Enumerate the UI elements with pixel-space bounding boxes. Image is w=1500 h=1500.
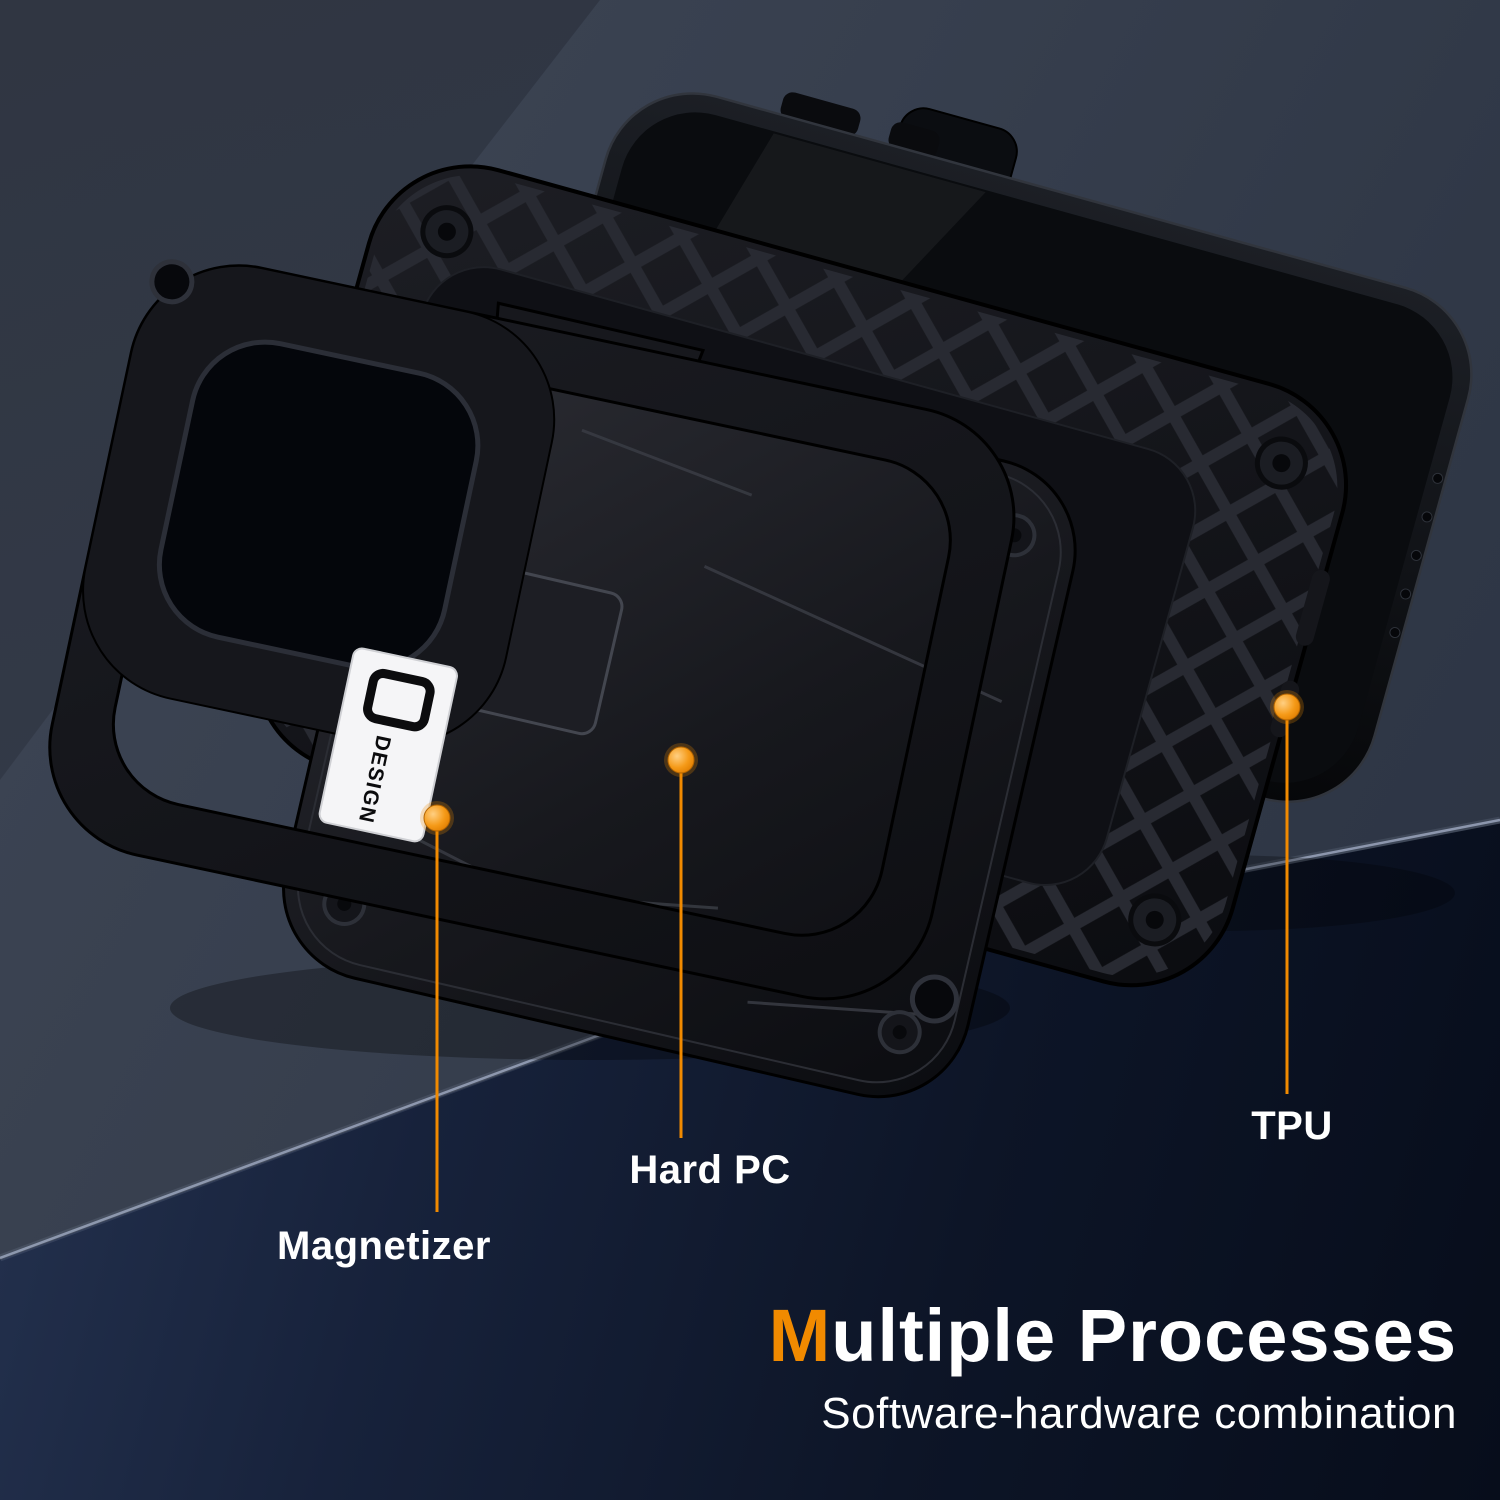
headline-rest: ultiple Processes xyxy=(831,1294,1457,1377)
hard-pc-callout-dot xyxy=(667,746,695,774)
camera-cutout xyxy=(156,339,481,671)
headline-subtitle: Software-hardware combination xyxy=(821,1389,1457,1439)
tpu-callout-dot xyxy=(1273,693,1301,721)
tpu-button-nub xyxy=(1295,569,1330,646)
phone-speaker-holes xyxy=(1389,472,1444,639)
hard-pc-label: Hard PC xyxy=(629,1148,791,1192)
callouts xyxy=(420,690,1304,1212)
badge-logo-icon xyxy=(363,668,435,732)
magnetizer-label: Magnetizer xyxy=(277,1224,491,1268)
headline-title: Multiple Processes xyxy=(769,1298,1457,1373)
frame-screw-hole xyxy=(149,259,195,305)
design-badge: DESIGN xyxy=(318,647,458,843)
frame-screw-hole xyxy=(909,974,959,1024)
frame-layer: DESIGN xyxy=(48,259,1016,1024)
tpu-label: TPU xyxy=(1251,1104,1333,1148)
magnetizer-callout-dot xyxy=(423,804,451,832)
phone-side-button xyxy=(780,92,861,137)
headline-lead-letter: M xyxy=(768,1294,832,1377)
badge-plate xyxy=(318,647,458,843)
headline-block: Multiple Processes Software-hardware com… xyxy=(769,1298,1457,1439)
